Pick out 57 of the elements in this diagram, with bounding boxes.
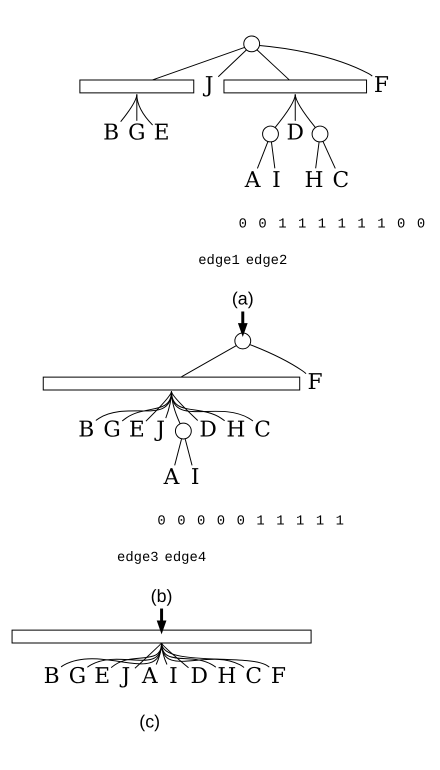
label: 0 [216, 513, 226, 530]
node-text: B [103, 120, 120, 146]
node-text: B [44, 664, 60, 690]
label: edge4 [164, 550, 206, 566]
node-text: D [190, 664, 208, 690]
node-text: F [374, 73, 389, 98]
node-text: G [68, 664, 86, 690]
node-text: J [122, 664, 130, 690]
node-text: H [304, 168, 324, 194]
node-text: E [154, 120, 170, 146]
node-text: A [164, 465, 180, 490]
label: 0 [258, 216, 267, 232]
node-text: C [332, 168, 350, 194]
label: 0 [197, 513, 206, 530]
label: edge1 [198, 252, 240, 269]
node-text: (c) [139, 712, 160, 732]
node-text: A [244, 168, 261, 194]
node-text: I [190, 465, 200, 490]
label: 1 [318, 216, 326, 232]
node-text: F [308, 370, 323, 396]
node-text: J [204, 73, 214, 98]
label: 1 [296, 513, 304, 530]
label: 1 [357, 216, 366, 232]
label: 1 [276, 513, 285, 530]
label: 1 [336, 513, 344, 530]
label: 0 [157, 513, 166, 530]
label: 1 [298, 216, 306, 232]
node-text: (b) [150, 586, 172, 606]
label: 1 [256, 513, 265, 530]
node-text: E [94, 664, 110, 690]
label: 1 [338, 216, 346, 232]
node-text: J [156, 418, 165, 443]
node-text: I [169, 664, 178, 690]
label: 0 [236, 513, 245, 530]
label: edge3 [117, 550, 159, 566]
label: 0 [416, 216, 426, 232]
node-text: I [272, 168, 281, 194]
node-text: A [142, 664, 158, 690]
node-text: G [103, 418, 121, 443]
label: 0 [397, 216, 406, 232]
label: 1 [316, 513, 324, 530]
node-text: (a) [232, 288, 254, 309]
node-text: D [286, 120, 304, 146]
node-text: C [254, 418, 271, 443]
node-text: G [128, 120, 146, 146]
node-text: D [199, 418, 217, 443]
label: 0 [177, 513, 186, 530]
node-text: H [226, 418, 246, 443]
node-text: H [217, 664, 236, 690]
label: 0 [238, 216, 247, 232]
node-text: C [245, 664, 262, 690]
node-text: F [270, 664, 286, 690]
node-text: B [78, 418, 94, 443]
label: edge2 [246, 252, 288, 269]
label: 1 [278, 216, 287, 232]
node-text: E [128, 418, 145, 443]
label: 1 [377, 216, 386, 232]
